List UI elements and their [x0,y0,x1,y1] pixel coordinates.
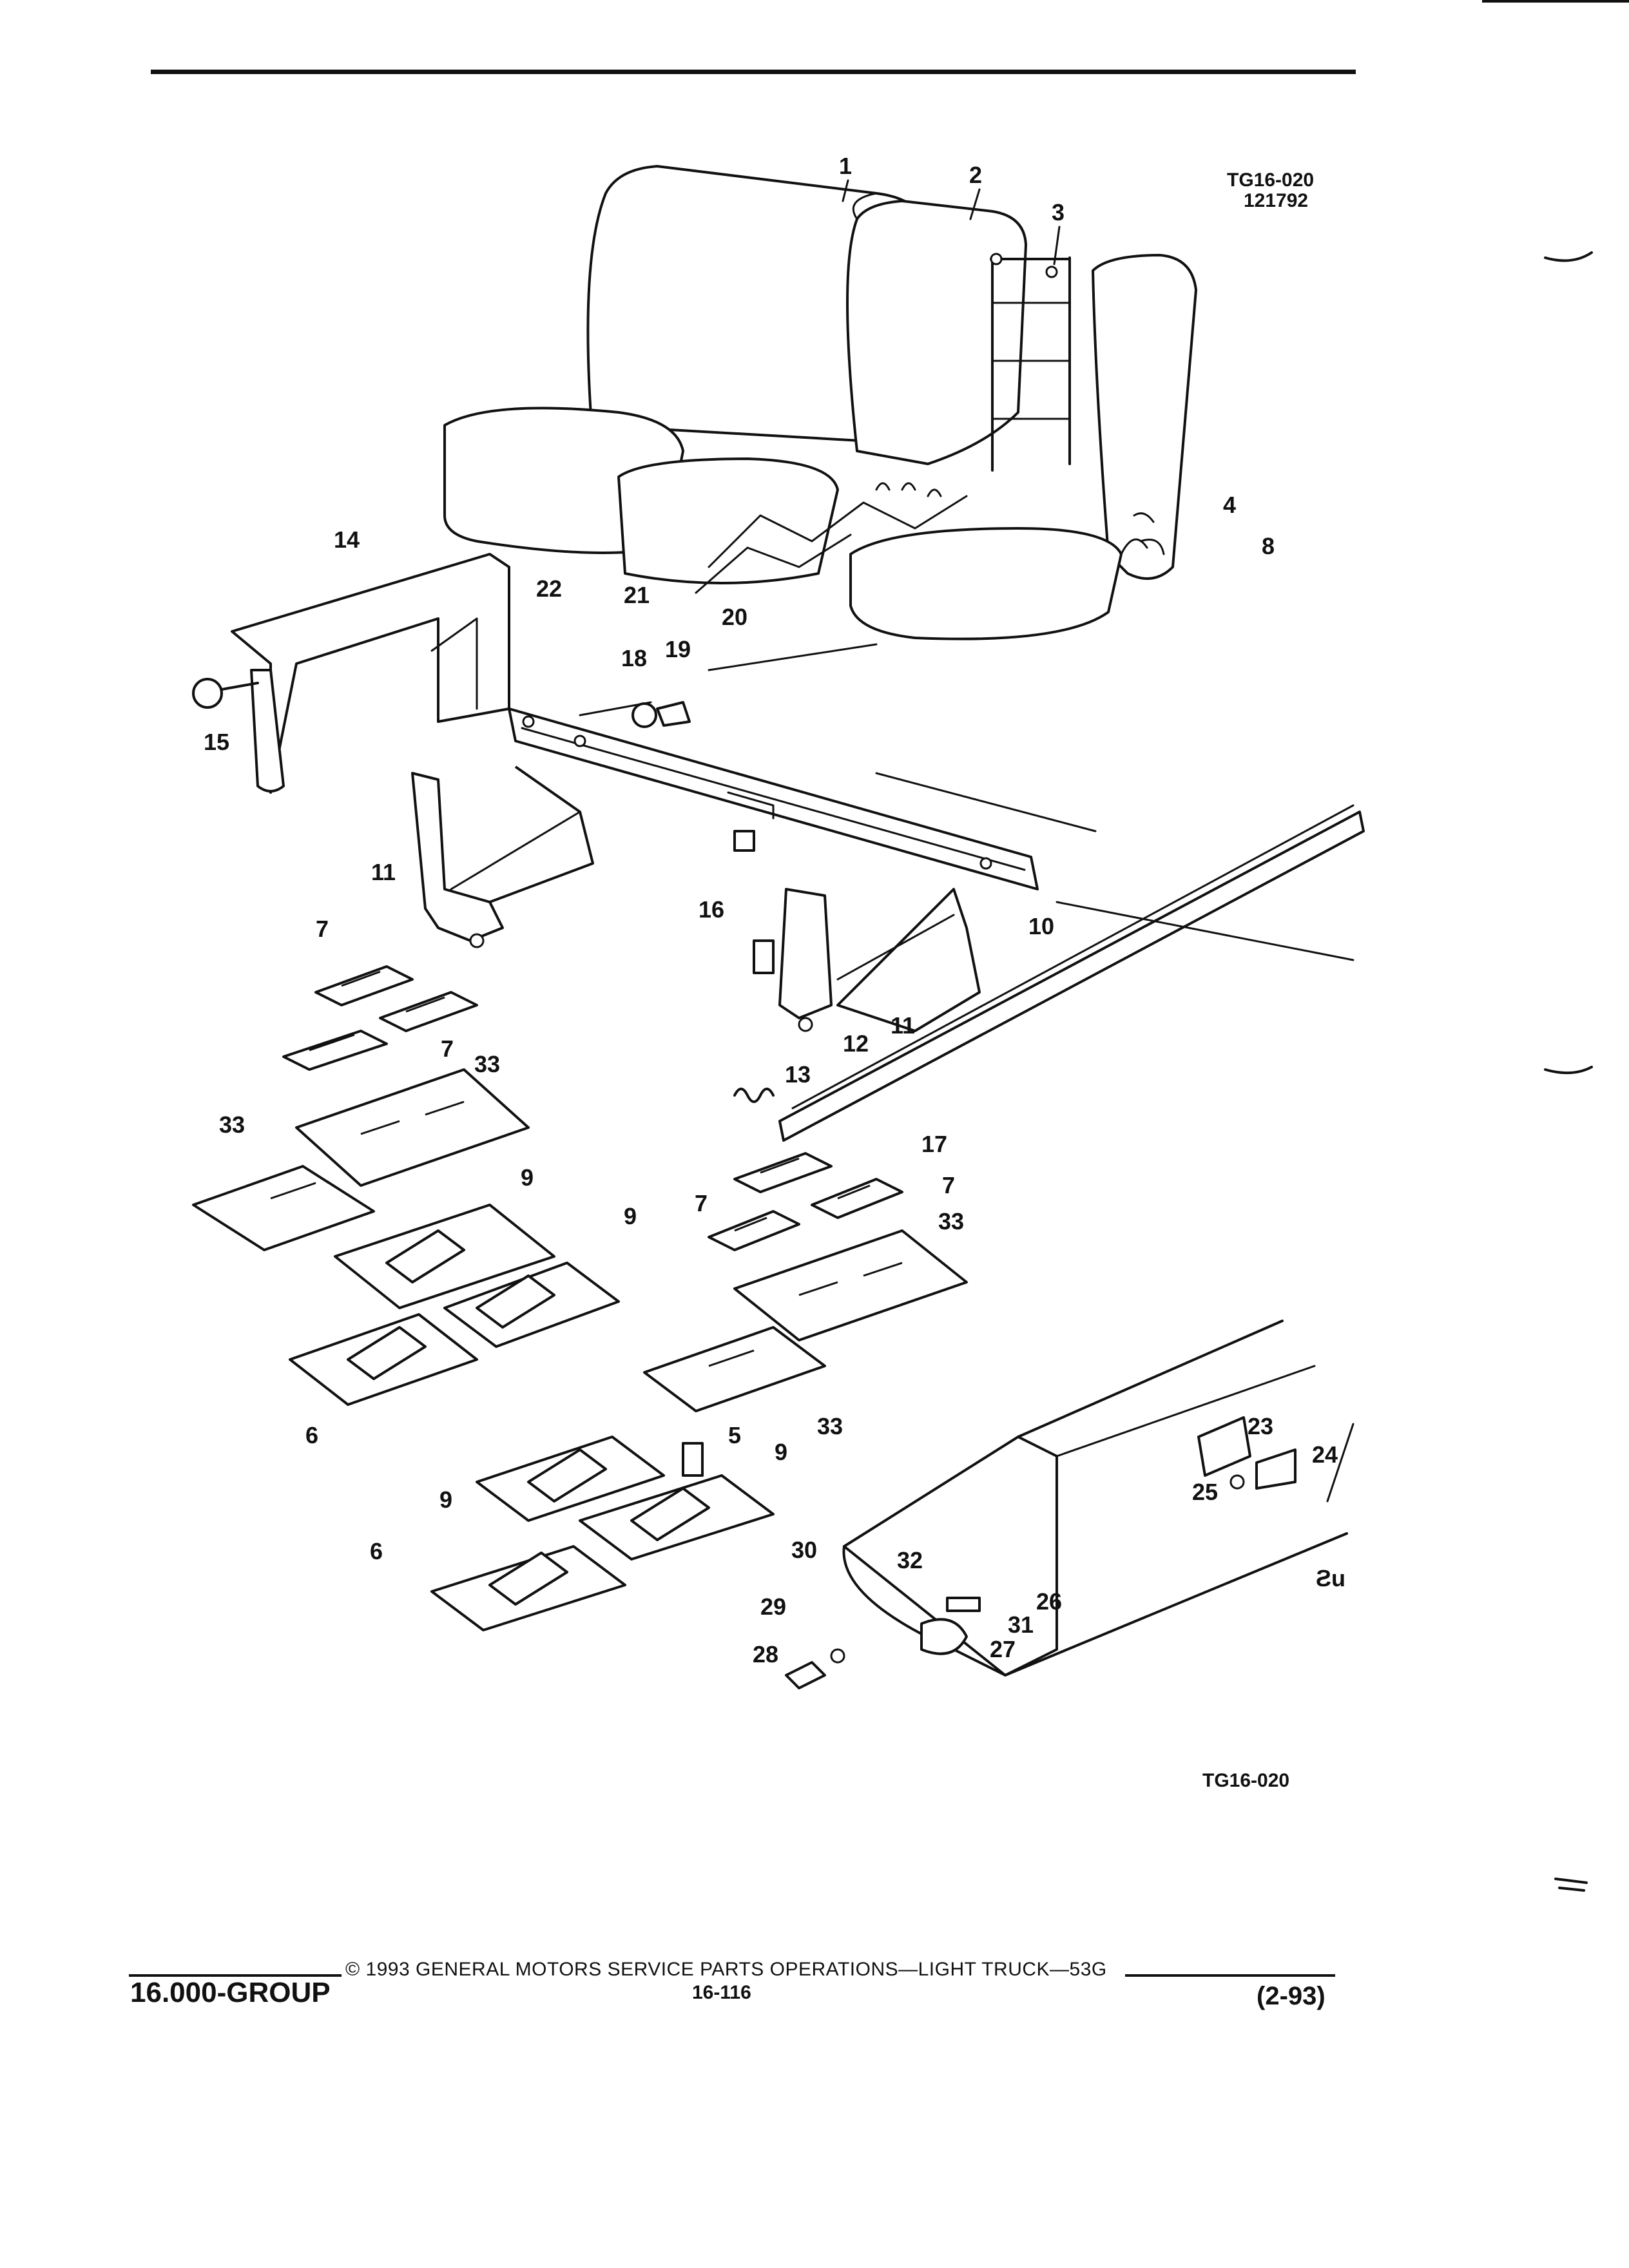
callout-19: 19 [665,636,691,662]
callout-9: 9 [521,1164,534,1191]
callout-8: 8 [1262,533,1275,559]
callout-6: 6 [305,1422,318,1448]
footer-rule-right [1125,1974,1335,1977]
callout-2: 2 [969,162,982,188]
side-support-bracket [231,553,510,794]
spacers-left [289,1204,620,1406]
callout-11: 11 [371,859,396,885]
shims-left [192,1068,530,1251]
seat-leg-left [411,765,594,948]
seat-lower-section [785,1320,1354,1689]
callout-11: 11 [891,1012,915,1039]
callout-9: 9 [775,1439,787,1465]
catalog-symbol: Ƨu [1316,1565,1345,1591]
seat-leg-right [778,888,981,1032]
callout-numbers: 1 2 3 4 8 14 22 21 20 18 19 15 11 16 10 … [204,153,1338,1667]
floor-lines [579,643,1354,961]
callout-29: 29 [760,1593,786,1620]
callout-6: 6 [370,1538,383,1564]
top-rule [151,70,1356,74]
callout-20: 20 [722,604,747,630]
spring-item-13 [733,1088,775,1103]
callout-18: 18 [621,645,647,671]
callout-30: 30 [791,1537,817,1563]
callout-17: 17 [921,1131,947,1157]
callout-33: 33 [817,1413,843,1439]
margin-mark [1544,1066,1593,1075]
callout-25: 25 [1192,1479,1218,1505]
seat-back [586,165,1027,465]
callout-1: 1 [839,153,852,179]
callout-14: 14 [334,526,360,553]
callout-7: 7 [316,916,329,942]
callout-10: 10 [1028,913,1054,939]
callout-5: 5 [728,1422,741,1448]
callout-33: 33 [474,1051,500,1077]
callout-7: 7 [441,1035,454,1062]
callout-33: 33 [938,1208,964,1235]
callout-23: 23 [1248,1413,1273,1439]
seat-end-panel [1092,254,1197,580]
callout-15: 15 [204,729,229,755]
footer-group: 16.000-GROUP [130,1977,331,2008]
footer-date: (2-93) [1257,1982,1325,2010]
plates-left [282,965,478,1071]
callout-24: 24 [1312,1441,1338,1468]
corner-mark [1482,0,1629,3]
drawing-number: 121792 [1244,190,1309,211]
figure-code: TG16-020 [1227,169,1315,191]
callout-21: 21 [624,582,650,608]
figure-code-bottom: TG16-020 [1202,1770,1290,1791]
footer-copyright: © 1993 GENERAL MOTORS SERVICE PARTS OPER… [345,1959,1107,1980]
callout-28: 28 [753,1641,778,1667]
footer-page-number: 16-116 [692,1982,751,2003]
screw-item-15 [192,678,259,709]
callout-12: 12 [843,1030,869,1057]
callout-31: 31 [1008,1611,1034,1638]
callout-26: 26 [1036,1588,1062,1615]
callout-7: 7 [942,1172,955,1198]
callout-32: 32 [897,1547,923,1573]
footer-rule-left [129,1974,342,1977]
callout-27: 27 [990,1636,1016,1662]
plates-center [643,1152,968,1412]
callout-22: 22 [536,575,562,602]
seat-back-frame [990,253,1071,472]
callout-3: 3 [1052,199,1065,226]
callout-9: 9 [624,1203,637,1229]
bolts [631,701,775,974]
callout-13: 13 [785,1061,811,1088]
callout-33: 33 [219,1111,245,1138]
floor-trim-strip [778,804,1365,1142]
callout-9: 9 [439,1486,452,1513]
margin-mark [1554,1878,1588,1892]
seat-cushions [443,407,1123,640]
seat-adjuster-rail [508,707,1039,890]
spacers-lower [430,1436,775,1631]
callout-16: 16 [699,896,724,923]
callout-4: 4 [1223,492,1236,518]
callout-7: 7 [695,1190,708,1216]
margin-mark [1544,251,1593,262]
